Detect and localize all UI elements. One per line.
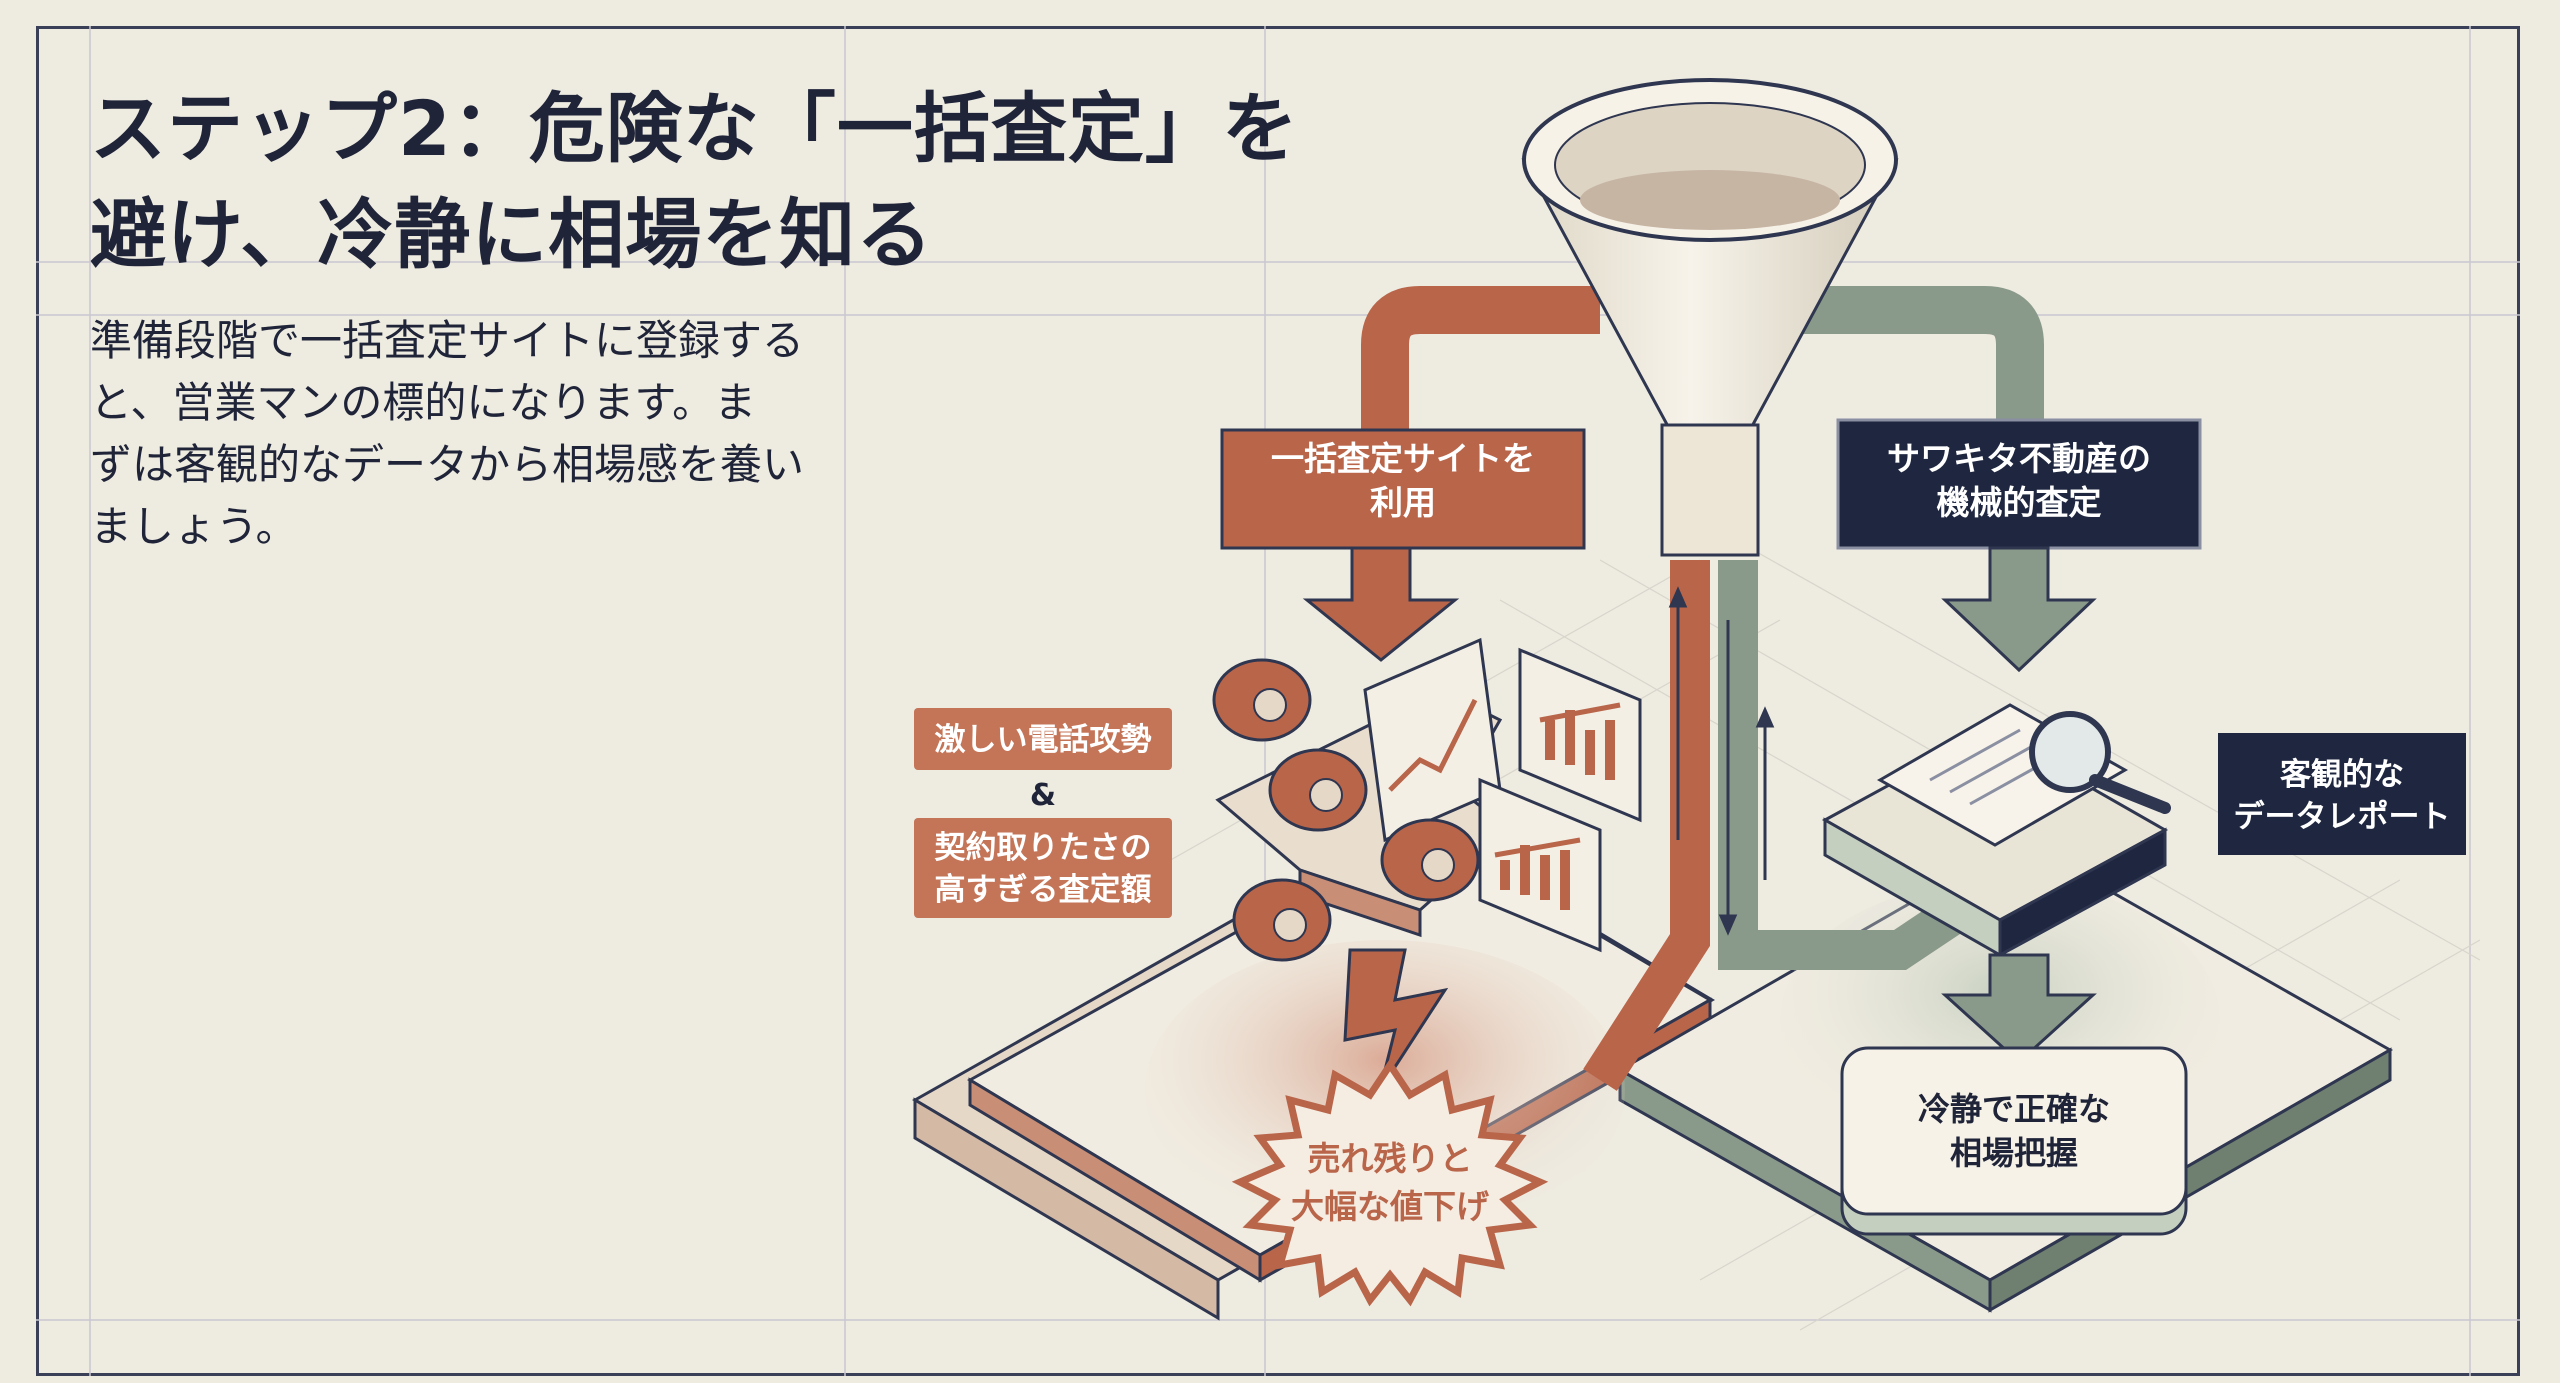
machine-appraisal-label-2: 機械的査定 xyxy=(1937,483,2102,522)
description-line: ずは客観的なデータから相場感を養い xyxy=(90,440,805,489)
green-pipe xyxy=(1718,286,2044,970)
chart-panel xyxy=(1518,647,1642,823)
label-phone-calls: 激しい電話攻勢 xyxy=(914,708,1172,770)
bulk-appraisal-box: 一括査定サイトを 利用 xyxy=(1220,428,1586,550)
slide-frame xyxy=(36,26,2520,1376)
telephone-icon xyxy=(1268,748,1368,832)
page-title: ステップ2：危険な「一括査定」を 避け、冷静に相場を知る xyxy=(90,76,1340,288)
label-inflated-price: 契約取りたさの 高すぎる査定額 xyxy=(914,818,1172,918)
description-text: 準備段階で一括査定サイトに登録する と、営業マンの標的になります。ま ずは客観的… xyxy=(90,310,850,558)
chart-panel xyxy=(1363,637,1502,843)
bulk-appraisal-label-2: 利用 xyxy=(1370,483,1436,522)
telephone-icon xyxy=(1380,818,1480,902)
bulk-appraisal-label-1: 一括査定サイトを xyxy=(1271,439,1535,478)
svg-text:客観的な: 客観的な xyxy=(2280,757,2404,793)
svg-text:相場把握: 相場把握 xyxy=(1950,1134,2078,1172)
svg-text:売れ残りと: 売れ残りと xyxy=(1308,1139,1473,1178)
machine-appraisal-label-1: サワキタ不動産の xyxy=(1887,439,2151,478)
description-line: ましょう。 xyxy=(90,502,298,551)
funnel xyxy=(1521,78,1899,557)
telephone-icon xyxy=(1232,878,1332,962)
accurate-result-card: 冷静で正確な 相場把握 xyxy=(1840,1046,2188,1236)
down-arrow-right xyxy=(1941,546,2097,673)
description-line: 準備段階で一括査定サイトに登録する xyxy=(90,316,805,365)
down-arrow-result xyxy=(1941,953,2097,1065)
label-data-report: 客観的な データレポート xyxy=(2218,733,2466,855)
lightning-bolt xyxy=(1343,948,1449,1091)
machine-appraisal-box: サワキタ不動産の 機械的査定 xyxy=(1836,418,2202,550)
title-line-1: ステップ2：危険な「一括査定」を xyxy=(90,84,1299,173)
down-arrow-left xyxy=(1302,546,1460,662)
comparison-illustration: 一括査定サイトを 利用 サワキタ不動産の 機械的査定 xyxy=(912,78,2481,1331)
red-pipe xyxy=(1361,286,1710,1091)
flow-arrows xyxy=(1668,586,1775,936)
svg-text:冷静で正確な: 冷静で正確な xyxy=(1918,1090,2110,1128)
magnifier-icon xyxy=(2029,711,2171,814)
svg-text:契約取りたさの: 契約取りたさの xyxy=(935,830,1152,866)
unsold-result-burst: 売れ残りと 大幅な値下げ xyxy=(1231,1058,1549,1307)
svg-text:高すぎる査定額: 高すぎる査定額 xyxy=(935,872,1152,908)
ampersand: & xyxy=(1030,778,1056,813)
svg-text:データレポート: データレポート xyxy=(2234,799,2451,835)
svg-text:激しい電話攻勢: 激しい電話攻勢 xyxy=(935,722,1152,758)
chart-panel xyxy=(1478,777,1602,953)
svg-text:大幅な値下げ: 大幅な値下げ xyxy=(1291,1187,1489,1226)
description-line: と、営業マンの標的になります。ま xyxy=(90,378,757,427)
telephone-icon xyxy=(1212,658,1312,742)
title-line-2: 避け、冷静に相場を知る xyxy=(90,190,934,279)
